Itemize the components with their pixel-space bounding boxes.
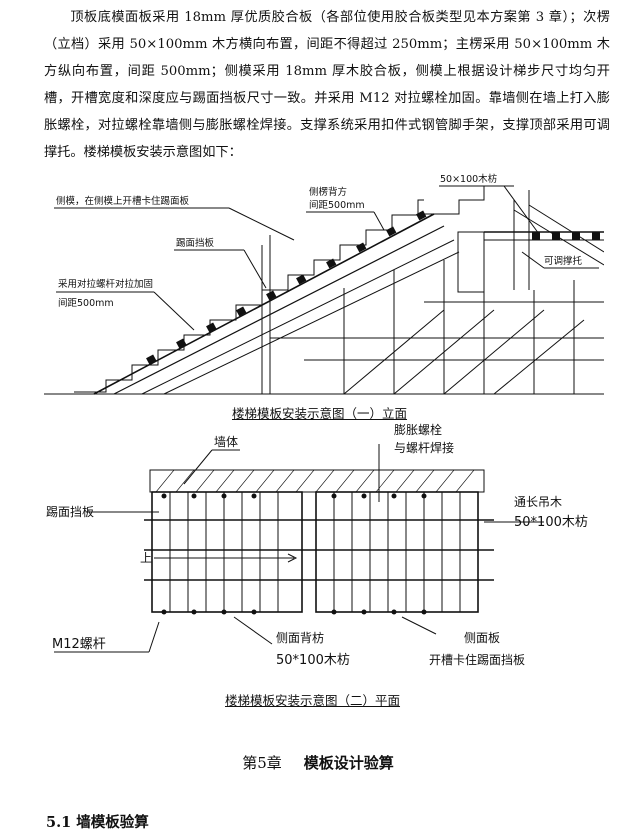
chapter-title: 模板设计验算 [303, 754, 394, 772]
stair-plan-drawing: 墙体 膨胀螺栓 与螺杆焊接 踢面挡板 通长吊木 50*100木枋 上 M12螺杆… [46, 422, 588, 668]
label-bolt-1: 膨胀螺栓 [394, 422, 442, 437]
chapter-number: 第5章 [242, 754, 282, 772]
figure2-caption: 楼梯模板安装示意图（二）平面 [225, 693, 401, 708]
label-jack: 可调撑托 [544, 255, 583, 267]
label-back-1: 侧面背枋 [276, 630, 324, 645]
label-wall: 墙体 [214, 435, 238, 449]
label-back-2: 50*100木枋 [276, 652, 350, 668]
label-beam-1: 通长吊木 [514, 495, 562, 509]
label-m12: M12螺杆 [52, 637, 106, 652]
label-bolt-2: 与螺杆焊接 [394, 440, 454, 455]
chapter-heading: 第5章 模板设计验算 [0, 752, 636, 773]
label-riser-plan: 踢面挡板 [46, 505, 94, 519]
section-heading: 5.1 墙模板验算 [46, 814, 149, 831]
label-side-1: 侧面板 [464, 631, 500, 645]
label-side-back: 侧楞背方 [309, 186, 347, 198]
label-riser: 踢面挡板 [176, 237, 215, 249]
stair-elevation-drawing: 侧模，在侧模上开槽卡住踢面板 踢面挡板 侧楞背方 间距500mm 50×100木… [44, 173, 604, 395]
label-tie: 采用对拉螺杆对拉加固 [58, 278, 153, 290]
label-beam-2: 50*100木枋 [514, 514, 588, 530]
stair-plan-figure: 墙体 膨胀螺栓 与螺杆焊接 踢面挡板 通长吊木 50*100木枋 上 M12螺杆… [44, 422, 604, 684]
figure1-caption: 楼梯模板安装示意图（一）立面 [232, 406, 408, 421]
label-timber: 50×100木枋 [440, 173, 498, 185]
label-side-form: 侧模，在侧模上开槽卡住踢面板 [56, 195, 190, 207]
stair-elevation-figure: 侧模，在侧模上开槽卡住踢面板 踢面挡板 侧楞背方 间距500mm 50×100木… [44, 170, 604, 402]
label-up: 上 [140, 551, 152, 565]
label-tie-spacing: 间距500mm [58, 297, 114, 309]
label-side-back-spacing: 间距500mm [309, 199, 365, 211]
label-side-2: 开槽卡住踢面挡板 [429, 653, 525, 667]
intro-paragraph: 顶板底模面板采用 18mm 厚优质胶合板（各部位使用胶合板类型见本方案第 3 章… [44, 10, 610, 160]
